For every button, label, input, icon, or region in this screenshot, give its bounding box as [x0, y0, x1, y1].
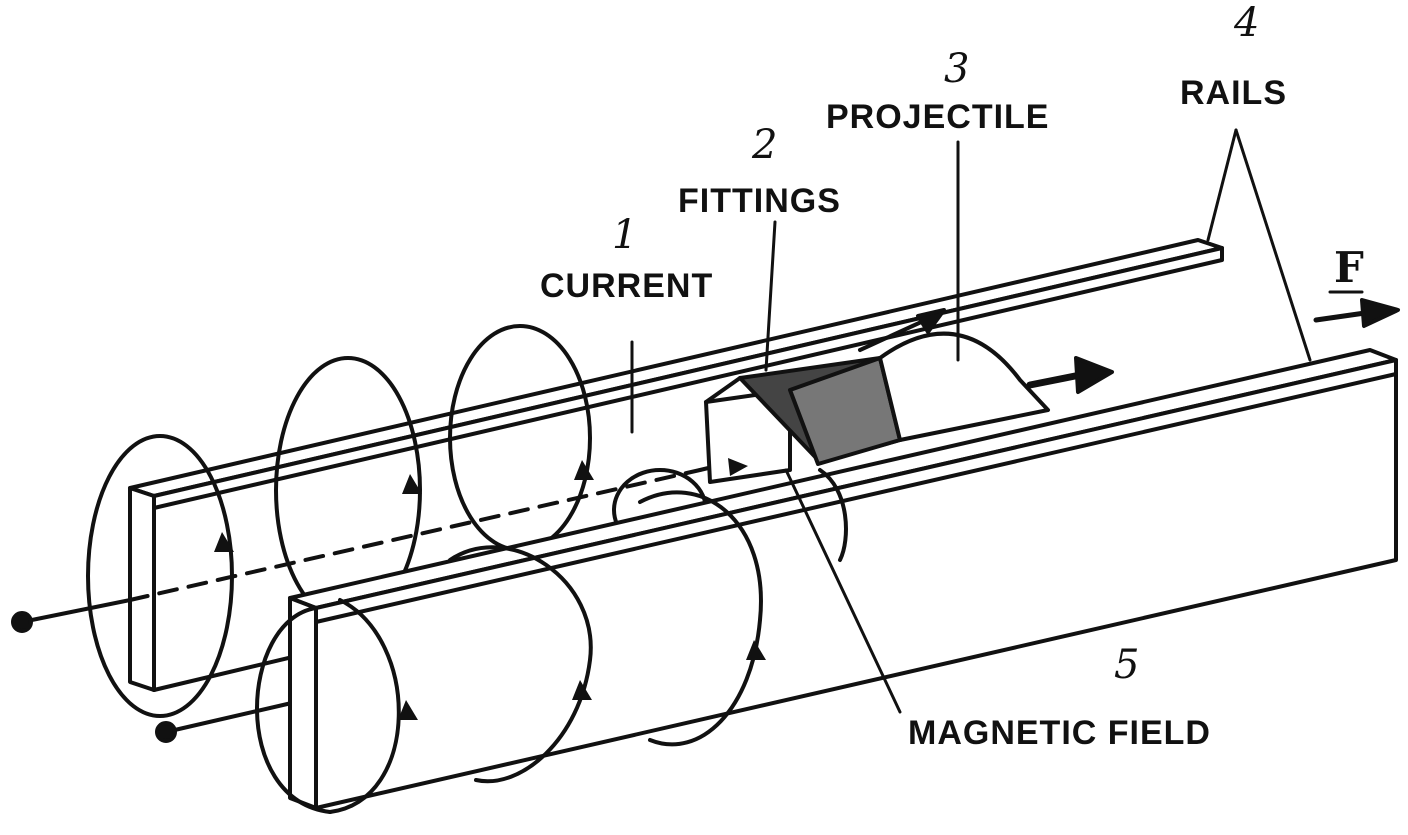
- number-3: 3: [944, 46, 969, 92]
- projectile: [704, 308, 1050, 484]
- number-1: 1: [612, 212, 637, 258]
- label-force: F: [1334, 243, 1364, 292]
- back-rail: [128, 238, 1224, 692]
- label-projectile: PROJECTILE: [826, 98, 1049, 136]
- front-rail-field-loops: [255, 468, 848, 814]
- force-arrow: [1313, 290, 1400, 328]
- number-4: 4: [1233, 0, 1259, 46]
- terminals: [11, 611, 177, 743]
- field-direction-arrows: [214, 458, 766, 720]
- projectile-force-arrow: [1026, 356, 1114, 394]
- label-rails: RAILS: [1180, 74, 1287, 112]
- label-fittings: FITTINGS: [678, 182, 841, 220]
- label-current: CURRENT: [540, 267, 713, 305]
- label-magnetic-field: MAGNETIC FIELD: [908, 714, 1211, 752]
- number-5: 5: [1114, 642, 1139, 688]
- leader-lines: [630, 128, 1312, 714]
- number-2: 2: [751, 122, 777, 168]
